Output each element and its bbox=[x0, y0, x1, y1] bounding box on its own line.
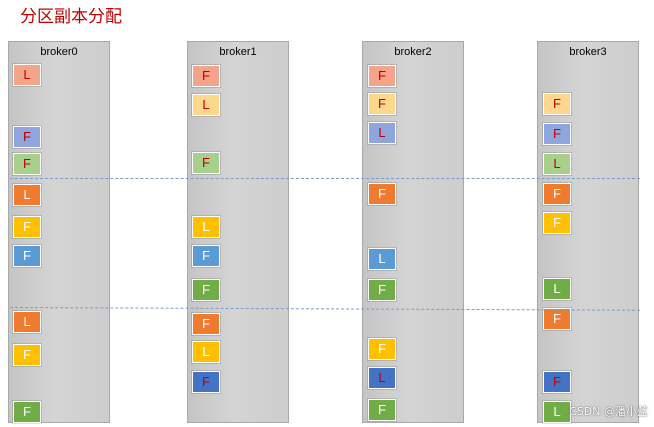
replica-box: F bbox=[367, 278, 397, 302]
replica-box: F bbox=[367, 398, 397, 422]
replica-box: L bbox=[12, 310, 42, 334]
replica-box: L bbox=[542, 277, 572, 301]
watermark: CSDN @潘小蓝 bbox=[569, 405, 648, 418]
replica-box: F bbox=[367, 92, 397, 116]
replica-box: F bbox=[191, 370, 221, 394]
replica-box: F bbox=[367, 337, 397, 361]
replica-box: L bbox=[12, 63, 42, 87]
replica-box: F bbox=[12, 125, 42, 149]
replica-box: F bbox=[542, 307, 572, 331]
replica-box: F bbox=[191, 64, 221, 88]
replica-box: F bbox=[12, 400, 42, 424]
diagram-title: 分区副本分配 bbox=[20, 7, 122, 27]
replica-box: F bbox=[542, 211, 572, 235]
replica-box: L bbox=[191, 93, 221, 117]
broker-label: broker1 bbox=[219, 46, 257, 58]
replica-box: L bbox=[367, 121, 397, 145]
broker-label: broker2 bbox=[394, 46, 432, 58]
replica-box: F bbox=[12, 244, 42, 268]
replica-box: L bbox=[367, 247, 397, 271]
broker-label: broker0 bbox=[40, 46, 78, 58]
replica-box: L bbox=[367, 366, 397, 390]
replica-box: F bbox=[191, 278, 221, 302]
replica-box: F bbox=[12, 343, 42, 367]
replica-box: F bbox=[191, 312, 221, 336]
replica-box: L bbox=[542, 400, 572, 424]
replica-box: L bbox=[12, 183, 42, 207]
broker-label: broker3 bbox=[569, 46, 607, 58]
replica-box: F bbox=[12, 152, 42, 176]
replica-box: F bbox=[542, 370, 572, 394]
replica-box: F bbox=[367, 64, 397, 88]
replica-box: F bbox=[191, 151, 221, 175]
replica-box: F bbox=[367, 182, 397, 206]
replica-box: L bbox=[191, 215, 221, 239]
replica-box: L bbox=[191, 340, 221, 364]
replica-box: F bbox=[542, 182, 572, 206]
partition-group-divider-1 bbox=[10, 178, 640, 179]
replica-box: L bbox=[542, 152, 572, 176]
replica-box: F bbox=[542, 92, 572, 116]
replica-box: F bbox=[542, 122, 572, 146]
replica-box: F bbox=[191, 244, 221, 268]
replica-box: F bbox=[12, 215, 42, 239]
